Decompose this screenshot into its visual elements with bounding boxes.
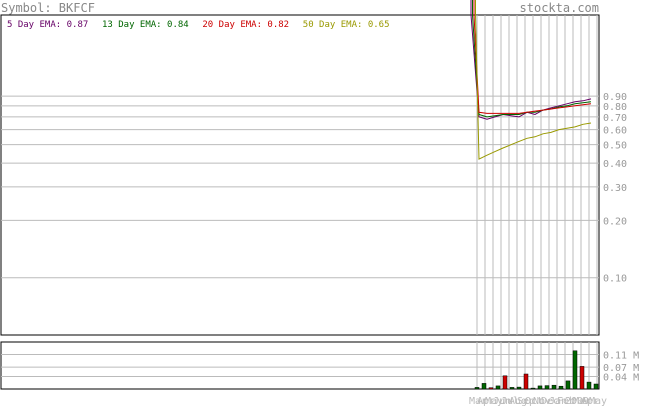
volume-bar	[523, 373, 529, 390]
volume-bar	[495, 385, 501, 390]
ema-legend-item: 13 Day EMA: 0.84	[102, 20, 189, 30]
price-tick-label: 0.80	[603, 102, 627, 113]
month-tick-label: Apr	[477, 396, 495, 406]
ema-line-3	[473, 0, 592, 114]
volume-bar	[586, 381, 592, 390]
volume-bar	[565, 380, 571, 390]
price-tick-label: 0.30	[603, 183, 627, 194]
price-tick-label: 0.60	[603, 126, 627, 137]
month-tick-label: Apr	[581, 396, 599, 406]
month-tick-label: Mar	[573, 396, 591, 406]
volume-tick-label: 0.07 M	[603, 363, 639, 374]
volume-bar	[579, 366, 585, 390]
price-tick-label: 0.50	[603, 141, 627, 152]
month-tick-label: Feb	[557, 396, 575, 406]
month-tick-label: Oct	[525, 396, 543, 406]
price-panel-frame	[0, 14, 600, 336]
volume-bar	[481, 383, 487, 390]
ema-legend: 5 Day EMA: 0.87 13 Day EMA: 0.84 20 Day EM…	[7, 20, 390, 30]
volume-tick-label: 0.04 M	[603, 372, 639, 383]
volume-bar	[551, 384, 557, 390]
price-tick-label: 0.40	[603, 159, 627, 170]
brand-label: stockta.com	[520, 1, 599, 15]
ema-legend-item: 50 Day EMA: 0.65	[303, 20, 390, 30]
volume-bar	[488, 387, 494, 390]
month-tick-label: Mar	[469, 396, 487, 406]
ema-line-4	[475, 0, 592, 160]
price-tick-label: 0.70	[603, 113, 627, 124]
month-tick-label: Nov	[533, 396, 551, 406]
month-tick-label: May	[485, 396, 503, 406]
ema-legend-item: 5 Day EMA: 0.87	[7, 20, 88, 30]
ema-legend-item: 20 Day EMA: 0.82	[202, 20, 289, 30]
month-tick-label: Aug	[509, 396, 527, 406]
volume-bar	[544, 385, 550, 390]
volume-bar	[502, 375, 508, 390]
price-tick-label: 0.20	[603, 216, 627, 227]
month-tick-label: Jul	[501, 396, 519, 406]
volume-tick-label: 0.11 M	[603, 351, 639, 362]
price-tick-label: 0.90	[603, 92, 627, 103]
volume-bar	[537, 385, 543, 390]
month-tick-label: May	[589, 396, 607, 406]
month-tick-label: Jun	[493, 396, 511, 406]
volume-bar	[572, 350, 578, 390]
volume-bar	[593, 383, 599, 390]
month-tick-label: Dec	[541, 396, 559, 406]
price-tick-label: 0.10	[603, 274, 627, 285]
volume-bar	[474, 387, 480, 390]
volume-bar	[530, 387, 536, 390]
symbol-label: Symbol: BKFCF	[1, 1, 95, 15]
month-tick-label: Jan	[549, 396, 567, 406]
month-tick-label: 2009	[565, 396, 589, 406]
month-tick-label: Sep	[517, 396, 535, 406]
volume-panel-frame	[0, 341, 600, 390]
volume-bar	[516, 386, 522, 390]
volume-bar	[509, 387, 515, 390]
volume-bar	[558, 385, 564, 390]
